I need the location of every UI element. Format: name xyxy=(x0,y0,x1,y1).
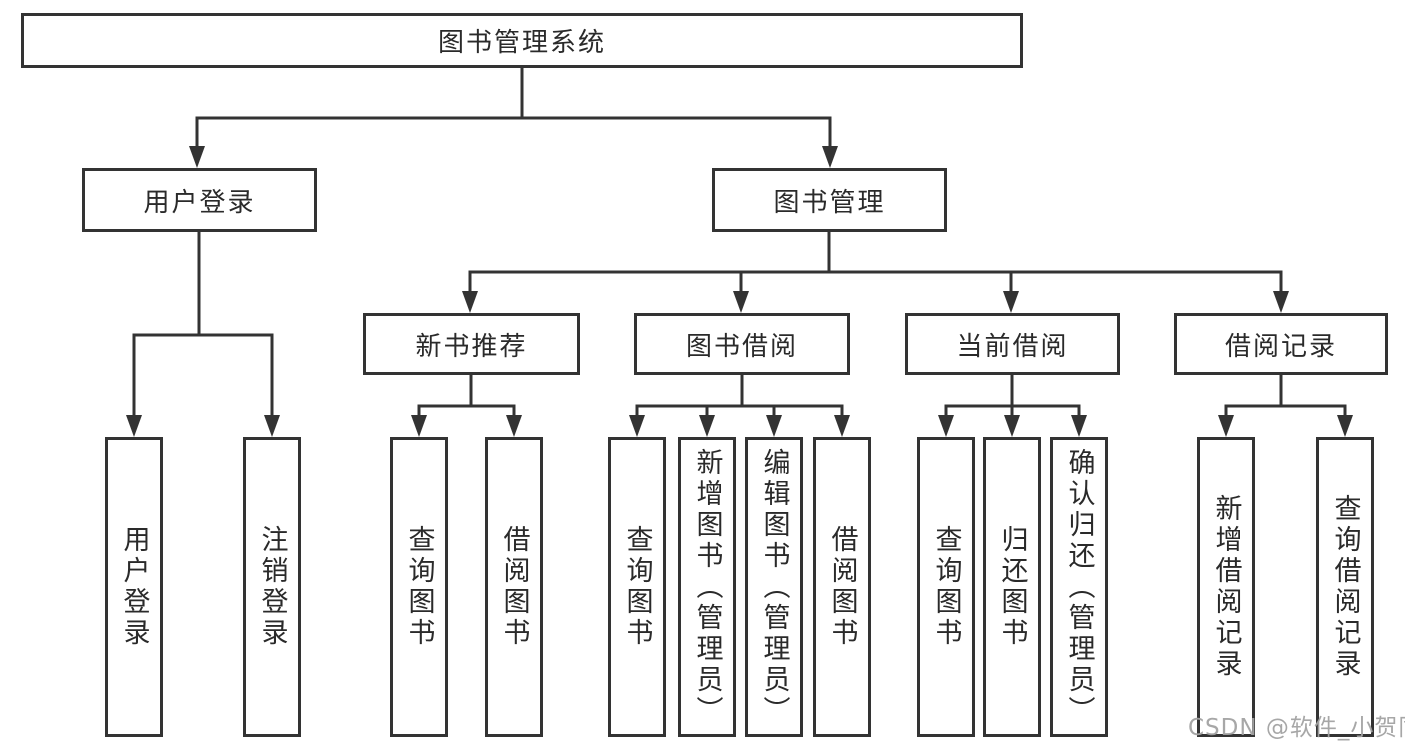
node-leaf-logout: 注销登录 xyxy=(243,437,301,737)
arrowhead xyxy=(1337,415,1353,437)
leaf-label: 查询图书 xyxy=(930,525,962,649)
arrowhead xyxy=(1004,415,1020,437)
arrowhead xyxy=(1071,415,1087,437)
arrowhead xyxy=(126,415,142,437)
node-leaf-current-confirm-return-admin: 确认归还（管理员） xyxy=(1050,437,1108,737)
arrowhead xyxy=(822,146,838,168)
node-leaf-user-login: 用户登录 xyxy=(105,437,163,737)
leaf-label: 借阅图书 xyxy=(826,525,858,649)
arrowhead xyxy=(733,291,749,313)
leaf-label: 确认归还（管理员） xyxy=(1063,447,1095,727)
leaf-label: 查询图书 xyxy=(403,525,435,649)
leaf-label: 归还图书 xyxy=(996,525,1028,649)
node-book-borrow: 图书借阅 xyxy=(634,313,850,375)
arrowhead xyxy=(411,415,427,437)
node-leaf-current-query-books: 查询图书 xyxy=(917,437,975,737)
arrowhead xyxy=(629,415,645,437)
node-leaf-records-add-record: 新增借阅记录 xyxy=(1197,437,1255,737)
node-leaf-borrow-edit-books-admin: 编辑图书（管理员） xyxy=(745,437,803,737)
leaf-label: 借阅图书 xyxy=(498,525,530,649)
node-leaf-borrow-query-books: 查询图书 xyxy=(608,437,666,737)
leaf-label: 查询图书 xyxy=(621,525,653,649)
node-user-login: 用户登录 xyxy=(82,168,317,232)
leaf-label: 查询借阅记录 xyxy=(1329,494,1361,680)
leaf-label: 用户登录 xyxy=(118,525,150,649)
node-new-book-recommend: 新书推荐 xyxy=(363,313,580,375)
arrowhead xyxy=(1218,415,1234,437)
arrowhead xyxy=(938,415,954,437)
node-book-management: 图书管理 xyxy=(712,168,947,232)
leaf-label: 编辑图书（管理员） xyxy=(758,447,790,727)
arrowhead xyxy=(1273,291,1289,313)
arrowhead xyxy=(462,291,478,313)
node-root-system: 图书管理系统 xyxy=(21,13,1023,68)
leaf-label: 新增借阅记录 xyxy=(1210,494,1242,680)
node-borrow-records: 借阅记录 xyxy=(1174,313,1388,375)
csdn-watermark: CSDN @软件_小贺同学 xyxy=(1188,715,1405,741)
node-leaf-borrow-add-books-admin: 新增图书（管理员） xyxy=(678,437,736,737)
arrowhead xyxy=(699,415,715,437)
node-leaf-records-query-record: 查询借阅记录 xyxy=(1316,437,1374,737)
arrowhead xyxy=(189,146,205,168)
arrowhead xyxy=(506,415,522,437)
leaf-label: 新增图书（管理员） xyxy=(691,447,723,727)
arrowhead xyxy=(264,415,280,437)
arrowhead xyxy=(834,415,850,437)
leaf-label: 注销登录 xyxy=(256,525,288,649)
node-current-borrow: 当前借阅 xyxy=(905,313,1120,375)
node-leaf-recommend-borrow-books: 借阅图书 xyxy=(485,437,543,737)
node-leaf-borrow-borrow-books: 借阅图书 xyxy=(813,437,871,737)
node-leaf-current-return-books: 归还图书 xyxy=(983,437,1041,737)
node-leaf-recommend-query-books: 查询图书 xyxy=(390,437,448,737)
arrowhead xyxy=(766,415,782,437)
arrowhead xyxy=(1003,291,1019,313)
